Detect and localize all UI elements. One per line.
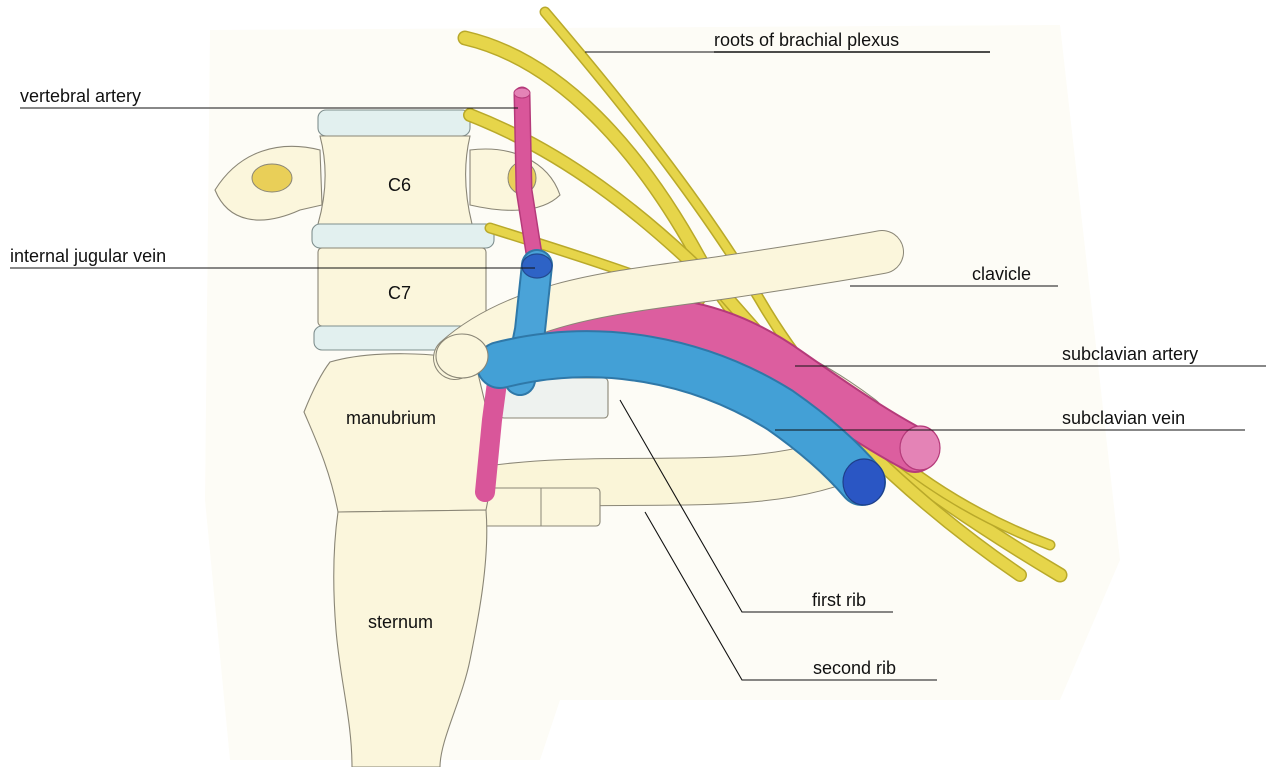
label-c7: C7 <box>388 283 411 303</box>
disc-c5-c6 <box>318 110 470 136</box>
label-manubrium: manubrium <box>346 408 436 428</box>
label-clavicle: clavicle <box>972 264 1031 284</box>
label-sternum: sternum <box>368 612 433 632</box>
label-first-rib: first rib <box>812 590 866 610</box>
disc-c6-c7 <box>312 224 494 248</box>
label-subclavian-vein: subclavian vein <box>1062 408 1185 428</box>
label-roots-of-brachial-plexus: roots of brachial plexus <box>714 30 899 50</box>
label-c6: C6 <box>388 175 411 195</box>
label-internal-jugular-vein: internal jugular vein <box>10 246 166 266</box>
label-second-rib: second rib <box>813 658 896 678</box>
clavicle-sternal-end <box>436 334 488 378</box>
c6-left-foramen <box>252 164 292 192</box>
label-vertebral-artery: vertebral artery <box>20 86 141 106</box>
label-subclavian-artery: subclavian artery <box>1062 344 1198 364</box>
